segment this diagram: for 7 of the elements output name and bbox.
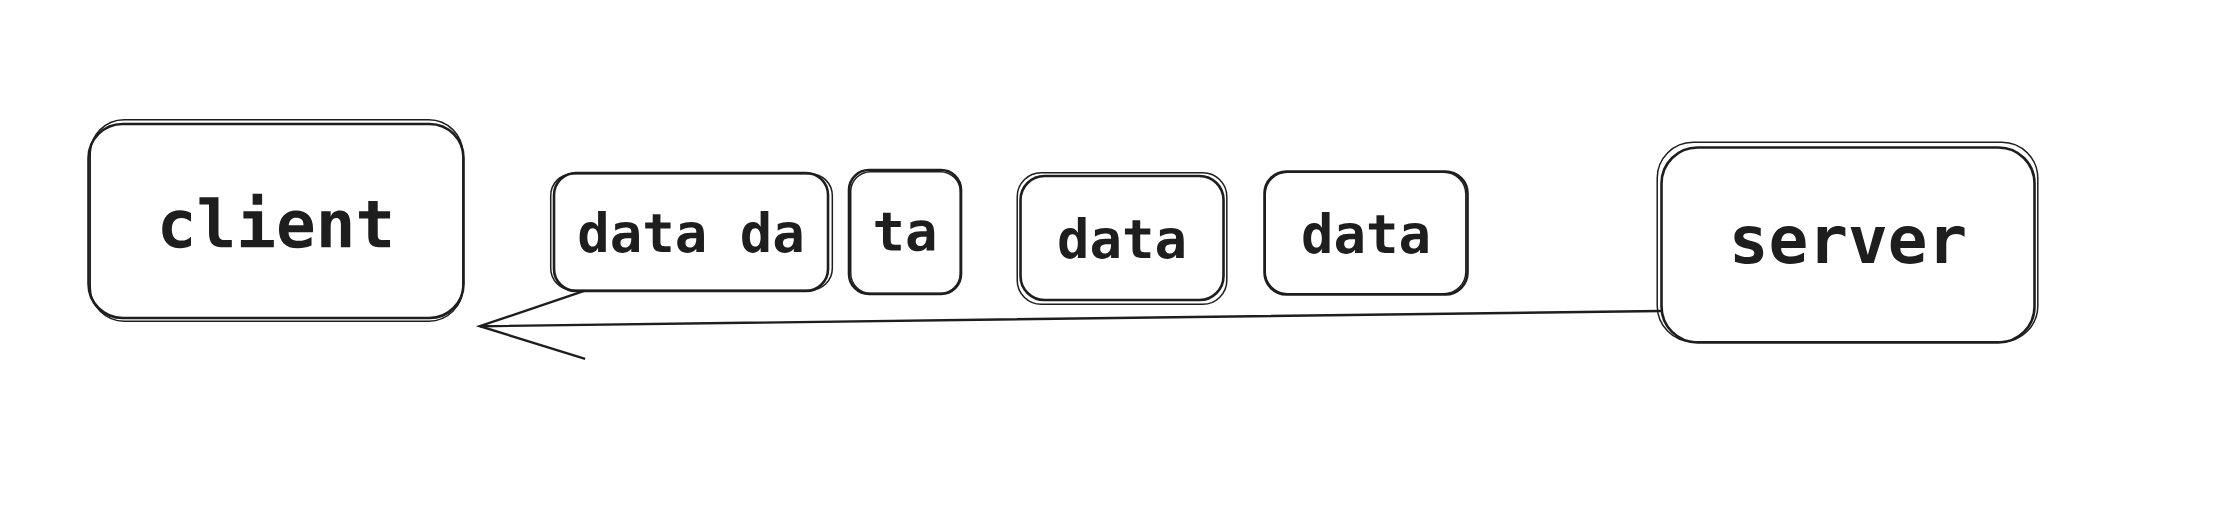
rounded-box: client: [87, 118, 465, 323]
rounded-box: data: [1016, 171, 1228, 306]
rounded-box: server: [1656, 141, 2039, 344]
arrow: [475, 289, 1662, 361]
rounded-box: ta: [847, 168, 963, 296]
rounded-box: data da: [549, 171, 834, 293]
rounded-box: data: [1263, 170, 1469, 296]
